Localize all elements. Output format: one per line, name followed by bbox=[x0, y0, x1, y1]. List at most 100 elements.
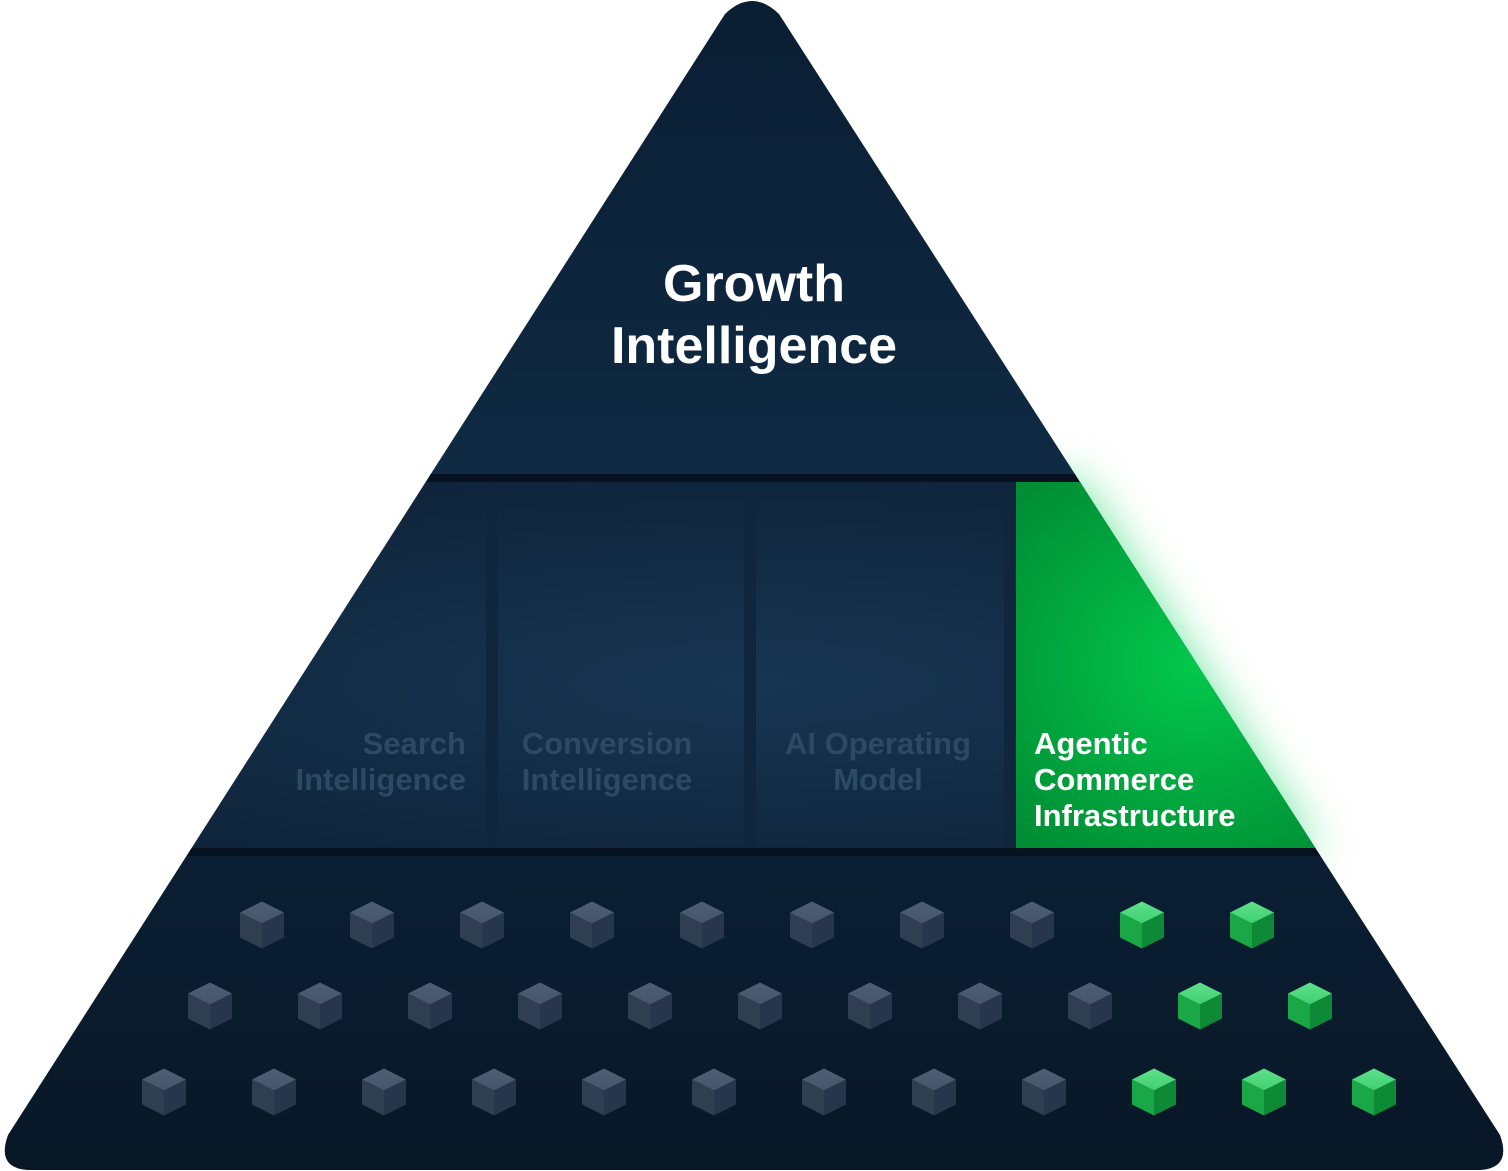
cube-gray-icon bbox=[680, 901, 724, 949]
cube-right bbox=[650, 993, 672, 1030]
cube-right bbox=[1032, 912, 1054, 949]
cube-left bbox=[252, 1079, 274, 1116]
cube-left bbox=[1010, 912, 1032, 949]
cube-left bbox=[802, 1079, 824, 1116]
cube-gray-icon bbox=[408, 982, 452, 1030]
pillar-label-line1: Search bbox=[362, 726, 466, 761]
cube-right bbox=[1252, 912, 1274, 949]
cube-left bbox=[362, 1079, 384, 1116]
cube-right bbox=[714, 1079, 736, 1116]
cube-left bbox=[1230, 912, 1252, 949]
cube-right bbox=[494, 1079, 516, 1116]
cube-right bbox=[540, 993, 562, 1030]
cube-right bbox=[1154, 1079, 1176, 1116]
pillar-ai-operating-model: AI Operating Model bbox=[758, 726, 998, 798]
pillar-label-line3: Infrastructure bbox=[1034, 798, 1236, 833]
pillar-conversion-intelligence: Conversion Intelligence bbox=[500, 726, 714, 798]
cube-left bbox=[298, 993, 320, 1030]
apex-title: Growth Intelligence bbox=[554, 253, 954, 377]
cube-right bbox=[760, 993, 782, 1030]
cube-gray-icon bbox=[738, 982, 782, 1030]
cube-right bbox=[384, 1079, 406, 1116]
cube-gray-icon bbox=[1068, 982, 1112, 1030]
foundation-cubes bbox=[142, 901, 1396, 1116]
cube-left bbox=[1288, 993, 1310, 1030]
cube-left bbox=[1068, 993, 1090, 1030]
cube-gray-icon bbox=[362, 1068, 406, 1116]
cube-left bbox=[1022, 1079, 1044, 1116]
cube-left bbox=[1352, 1079, 1374, 1116]
cube-gray-icon bbox=[628, 982, 672, 1030]
cube-gray-icon bbox=[958, 982, 1002, 1030]
cube-right bbox=[922, 912, 944, 949]
cube-right bbox=[1374, 1079, 1396, 1116]
cube-right bbox=[1264, 1079, 1286, 1116]
pillar-label-line2: Commerce bbox=[1034, 762, 1195, 797]
cube-left bbox=[680, 912, 702, 949]
pillar-label-line2: Intelligence bbox=[521, 762, 693, 797]
cube-green-icon bbox=[1288, 982, 1332, 1030]
cube-gray-icon bbox=[472, 1068, 516, 1116]
cube-right bbox=[812, 912, 834, 949]
cube-left bbox=[738, 993, 760, 1030]
cube-left bbox=[628, 993, 650, 1030]
cube-left bbox=[692, 1079, 714, 1116]
apex-title-line2: Intelligence bbox=[610, 317, 898, 375]
cube-gray-icon bbox=[1010, 901, 1054, 949]
cube-right bbox=[1142, 912, 1164, 949]
cube-right bbox=[1310, 993, 1332, 1030]
pillar-label-line2: Intelligence bbox=[295, 762, 466, 797]
apex-separator bbox=[4, 474, 1504, 482]
cube-gray-icon bbox=[848, 982, 892, 1030]
cube-right bbox=[164, 1079, 186, 1116]
cube-left bbox=[518, 993, 540, 1030]
cube-gray-icon bbox=[350, 901, 394, 949]
cube-left bbox=[1132, 1079, 1154, 1116]
cube-gray-icon bbox=[240, 901, 284, 949]
cube-left bbox=[1242, 1079, 1264, 1116]
pillar-label-line1: Agentic bbox=[1034, 726, 1148, 761]
pillar-label-line1: Conversion bbox=[521, 726, 693, 761]
cube-gray-icon bbox=[692, 1068, 736, 1116]
pillar-label-line2: Model bbox=[833, 762, 923, 797]
cube-right bbox=[372, 912, 394, 949]
base-separator bbox=[4, 848, 1504, 856]
cube-left bbox=[408, 993, 430, 1030]
cube-left bbox=[570, 912, 592, 949]
cube-right bbox=[210, 993, 232, 1030]
cube-right bbox=[702, 912, 724, 949]
cube-left bbox=[958, 993, 980, 1030]
cube-left bbox=[848, 993, 870, 1030]
pillar-divider bbox=[486, 482, 498, 848]
cube-right bbox=[592, 912, 614, 949]
cube-gray-icon bbox=[460, 901, 504, 949]
cube-left bbox=[1120, 912, 1142, 949]
cube-gray-icon bbox=[298, 982, 342, 1030]
cube-right bbox=[980, 993, 1002, 1030]
cube-green-icon bbox=[1120, 901, 1164, 949]
cube-gray-icon bbox=[582, 1068, 626, 1116]
cube-left bbox=[142, 1079, 164, 1116]
cube-gray-icon bbox=[802, 1068, 846, 1116]
pillar-divider bbox=[1004, 482, 1016, 848]
cube-left bbox=[188, 993, 210, 1030]
cube-gray-icon bbox=[188, 982, 232, 1030]
cube-left bbox=[790, 912, 812, 949]
cube-gray-icon bbox=[912, 1068, 956, 1116]
cube-right bbox=[262, 912, 284, 949]
cube-green-icon bbox=[1230, 901, 1274, 949]
cube-right bbox=[274, 1079, 296, 1116]
cube-gray-icon bbox=[518, 982, 562, 1030]
cube-left bbox=[460, 912, 482, 949]
pillar-agentic-commerce-infrastructure: Agentic Commerce Infrastructure bbox=[1034, 726, 1294, 834]
cube-left bbox=[240, 912, 262, 949]
cube-green-icon bbox=[1242, 1068, 1286, 1116]
cube-gray-icon bbox=[142, 1068, 186, 1116]
apex-title-line1: Growth bbox=[663, 255, 845, 313]
cube-right bbox=[1200, 993, 1222, 1030]
cube-left bbox=[912, 1079, 934, 1116]
cube-left bbox=[350, 912, 372, 949]
cube-left bbox=[1178, 993, 1200, 1030]
cube-green-icon bbox=[1132, 1068, 1176, 1116]
